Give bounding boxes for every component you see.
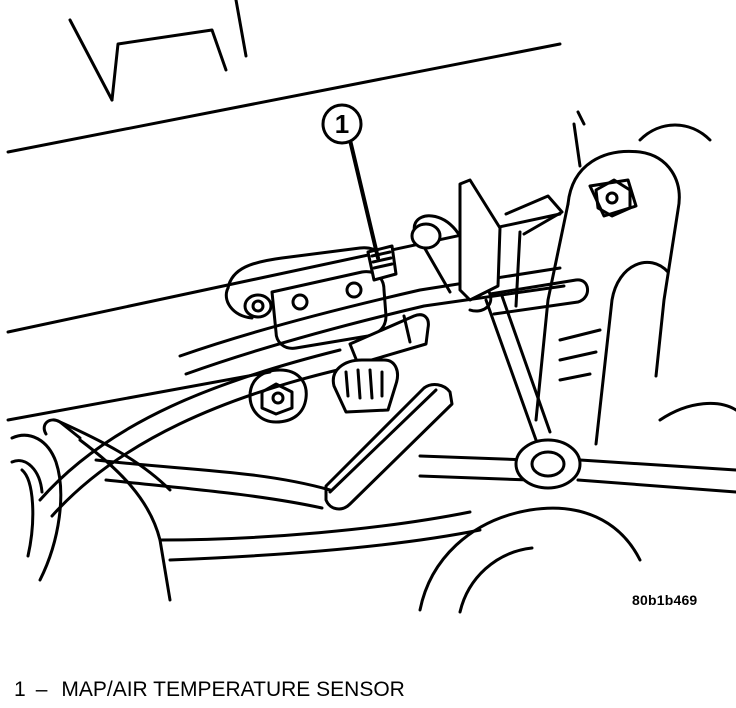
vacuum-hoses xyxy=(38,214,589,518)
lower-body xyxy=(94,328,736,614)
sensor-connector xyxy=(331,358,399,414)
mount-plate xyxy=(458,178,564,308)
engine-illustration: 1 xyxy=(6,0,736,614)
throttle-bracket xyxy=(534,110,712,446)
linkage-rod xyxy=(418,294,736,494)
legend-number: 1 xyxy=(14,678,26,701)
legend-label: MAP/AIR TEMPERATURE SENSOR xyxy=(61,678,405,701)
legend: 1–MAP/AIR TEMPERATURE SENSOR xyxy=(14,678,405,702)
foreground-bar xyxy=(324,383,454,511)
figure-code: 80b1b469 xyxy=(632,592,698,608)
callout-1: 1 xyxy=(321,103,380,260)
lower-pulley xyxy=(10,418,172,602)
callout-number: 1 xyxy=(335,109,349,139)
mount-bolt xyxy=(248,368,308,424)
legend-dash: – xyxy=(35,678,48,701)
